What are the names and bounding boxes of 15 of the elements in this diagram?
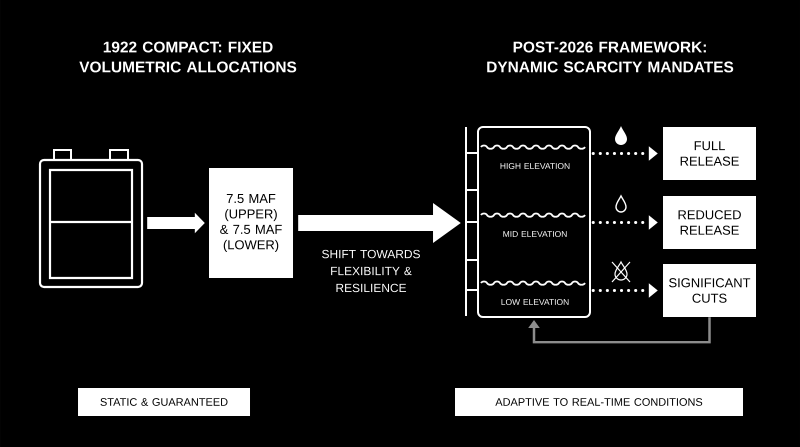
tank-drawing	[38, 149, 144, 288]
feedback-arrow	[528, 317, 711, 344]
reservoir-drawing	[477, 126, 591, 318]
status-box: STATIC & GUARANTEED	[78, 388, 250, 416]
level-label: LOW ELEVATION	[502, 299, 568, 305]
level-label: HIGH ELEVATION	[500, 163, 570, 169]
level-label: MID ELEVATION	[503, 231, 567, 237]
result-box: FULL RELEASE	[663, 127, 756, 180]
edge-label: SHIFT TOWARDS FLEXIBILITY & RESILIENCE	[322, 250, 420, 292]
result-box: SIGNIFICANT CUTS	[663, 264, 756, 317]
result-box: 7.5 MAF (UPPER) & 7.5 MAF (LOWER)	[209, 168, 293, 278]
heading: 1922 COMPACT: FIXED VOLUMETRIC ALLOCATIONS	[79, 42, 296, 72]
heading: POST-2026 FRAMEWORK: DYNAMIC SCARCITY MANDATES	[487, 42, 734, 72]
result-box: REDUCED RELEASE	[663, 196, 756, 249]
status-box: ADAPTIVE TO REAL-TIME CONDITIONS	[455, 388, 743, 416]
